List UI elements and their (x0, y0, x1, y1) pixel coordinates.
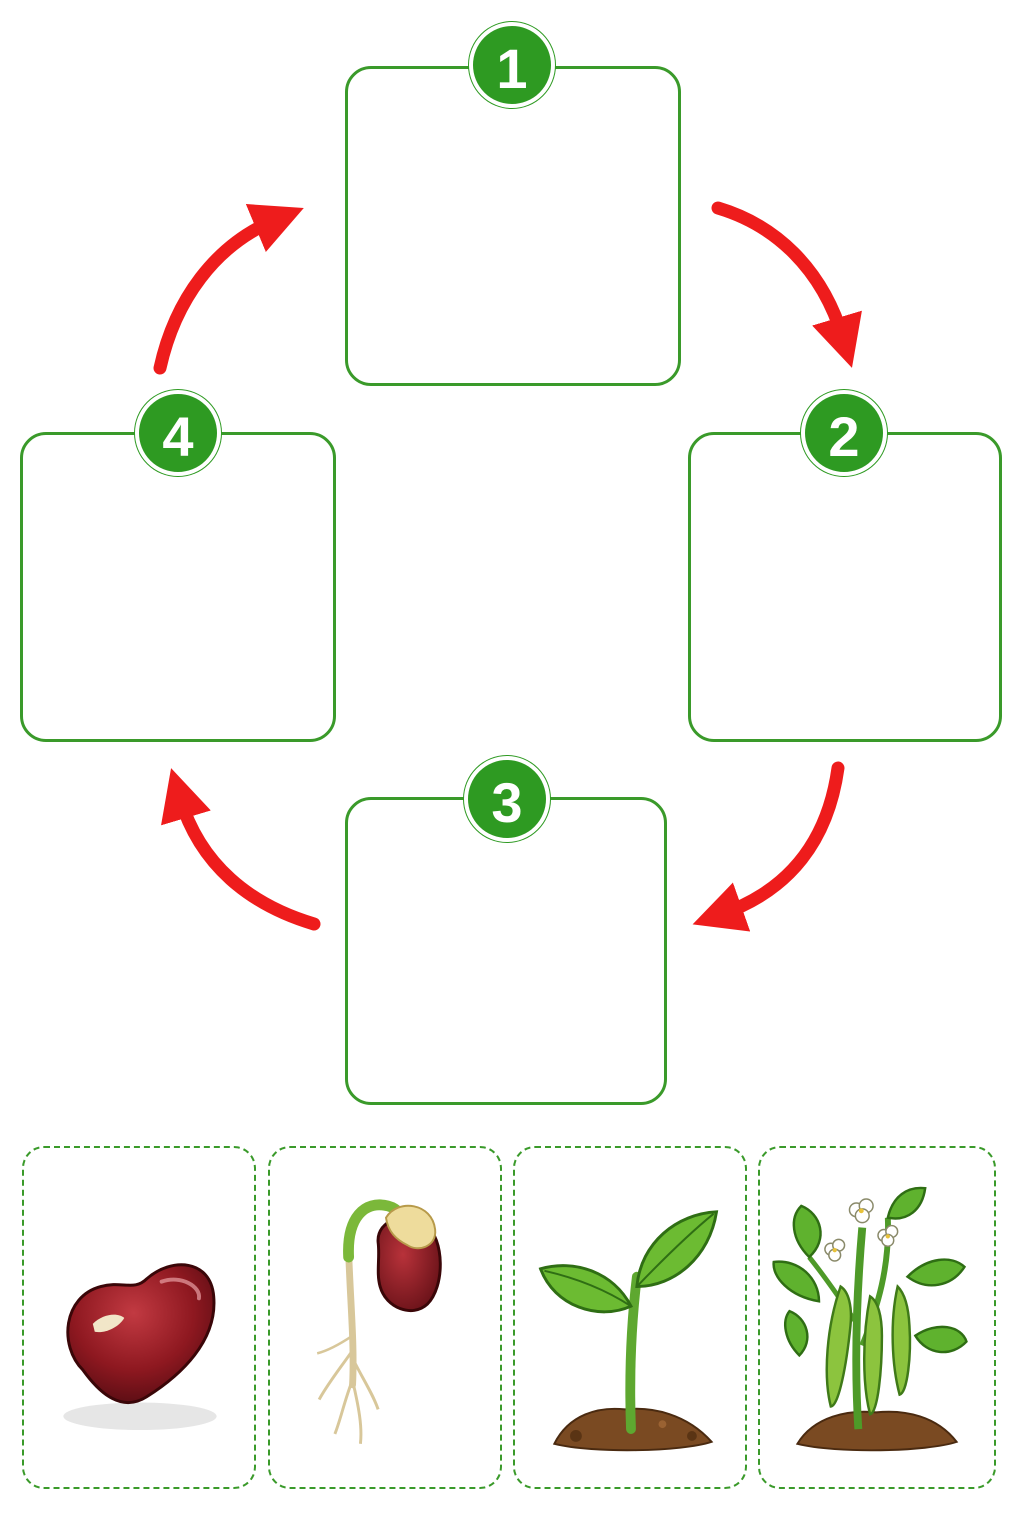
stage-box-4[interactable] (20, 432, 336, 742)
arrow-2-to-3 (692, 761, 845, 932)
stage-box-1[interactable] (345, 66, 681, 386)
card-bean-seed[interactable] (22, 1146, 256, 1489)
step-badge-4: 4 (135, 390, 221, 476)
step-badge-1: 1 (469, 22, 555, 108)
step-badge-2: 2 (801, 390, 887, 476)
step-badge-3: 3 (464, 756, 550, 842)
bean-seedling-icon (538, 1210, 719, 1452)
card-germinating-bean[interactable] (268, 1146, 502, 1489)
stage-box-3[interactable] (345, 797, 667, 1105)
stage-box-2[interactable] (688, 432, 1002, 742)
card-seedling[interactable] (513, 1146, 747, 1489)
germinating-bean-icon (316, 1199, 442, 1444)
arrow-3-to-4 (161, 768, 321, 931)
arrow-4-to-1 (153, 204, 304, 375)
arrow-1-to-2 (711, 201, 862, 368)
bean-seed-icon (63, 1263, 217, 1431)
card-mature-plant[interactable] (758, 1146, 996, 1489)
flowering-bean-plant-icon (772, 1186, 968, 1452)
